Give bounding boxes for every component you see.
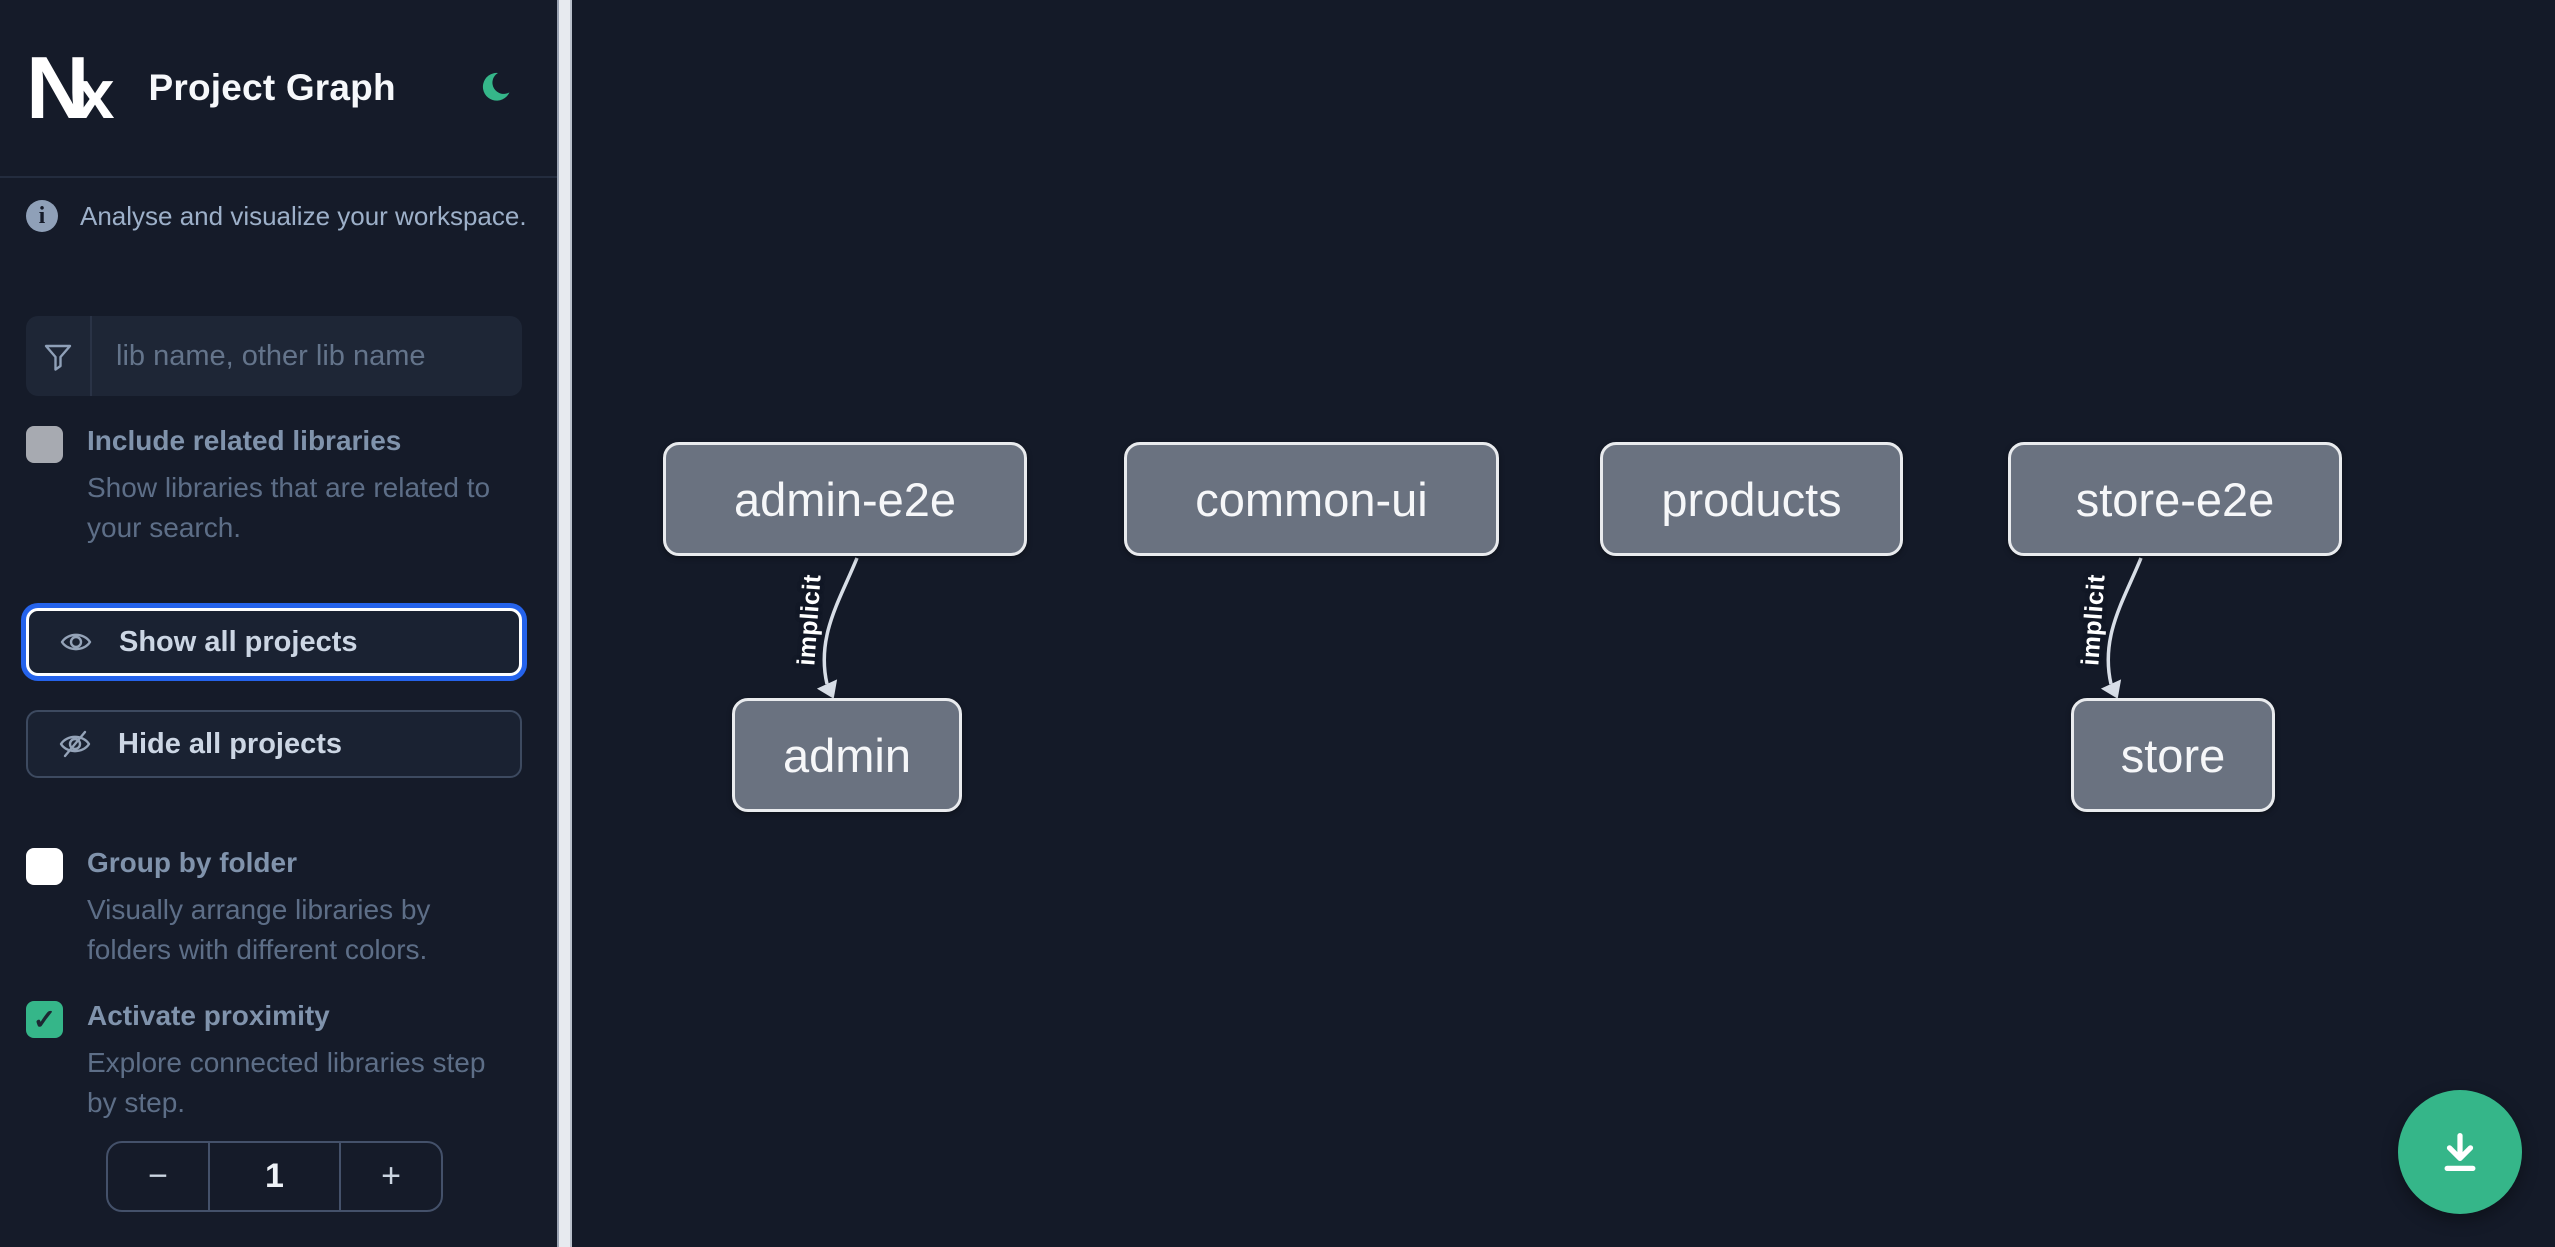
node-admin[interactable]: admin [732,698,962,812]
edge-label-implicit-admin: implicit [792,573,827,667]
node-admin-e2e[interactable]: admin-e2e [663,442,1027,556]
node-common-ui[interactable]: common-ui [1124,442,1499,556]
checkbox-row-activate-proximity: ✓ Activate proximity Explore connected l… [26,999,526,1124]
checkbox-row-group-by-folder: Group by folder Visually arrange librari… [26,846,526,971]
nx-logo-n: N [26,38,90,137]
nx-logo: N x [26,38,115,137]
eye-slash-icon [58,727,92,761]
page-title: Project Graph [148,67,396,108]
activate-proximity-checkbox[interactable]: ✓ [26,1001,63,1038]
group-by-folder-label[interactable]: Group by folder [87,847,297,878]
checkbox-row-include-related: Include related libraries Show libraries… [26,424,526,549]
search-box [26,316,522,396]
panel-resizer[interactable] [557,0,572,1247]
eye-icon [59,625,93,659]
workspace-info-text: Analyse and visualize your workspace. [80,200,527,231]
dependency-edges [816,557,2143,699]
node-products[interactable]: products [1600,442,1903,556]
show-all-projects-label: Show all projects [119,625,358,658]
sidebar: N x Project Graph i Analyse and visualiz… [0,0,557,1247]
proximity-depth-value: 1 [208,1143,341,1210]
search-input[interactable] [92,316,522,396]
show-all-projects-button[interactable]: Show all projects [26,608,522,676]
nx-logo-x: x [75,55,115,133]
include-related-label[interactable]: Include related libraries [87,425,402,456]
edge-label-implicit-store: implicit [2076,573,2111,667]
sidebar-header: N x Project Graph [0,0,557,178]
increment-button[interactable]: + [341,1143,441,1210]
decrement-button[interactable]: − [108,1143,208,1210]
group-by-folder-description: Visually arrange libraries by folders wi… [87,893,431,966]
download-icon [2432,1124,2488,1180]
node-store-e2e[interactable]: store-e2e [2008,442,2342,556]
include-related-description: Show libraries that are related to your … [87,471,491,544]
filter-icon [26,316,92,396]
info-icon: i [26,200,58,232]
activate-proximity-label[interactable]: Activate proximity [87,1000,330,1031]
moon-icon [475,69,513,107]
include-related-checkbox[interactable] [26,426,63,463]
activate-proximity-description: Explore connected libraries step by step… [87,1046,486,1119]
proximity-depth-stepper: − 1 + [106,1141,443,1212]
workspace-info: i Analyse and visualize your workspace. [26,200,531,232]
theme-toggle-button[interactable] [475,69,513,107]
hide-all-projects-button[interactable]: Hide all projects [26,710,522,778]
download-graph-button[interactable] [2398,1090,2522,1214]
project-graph-canvas[interactable]: admin-e2e common-ui products store-e2e a… [572,0,2555,1247]
node-store[interactable]: store [2071,698,2275,812]
hide-all-projects-label: Hide all projects [118,727,343,760]
group-by-folder-checkbox[interactable] [26,848,63,885]
